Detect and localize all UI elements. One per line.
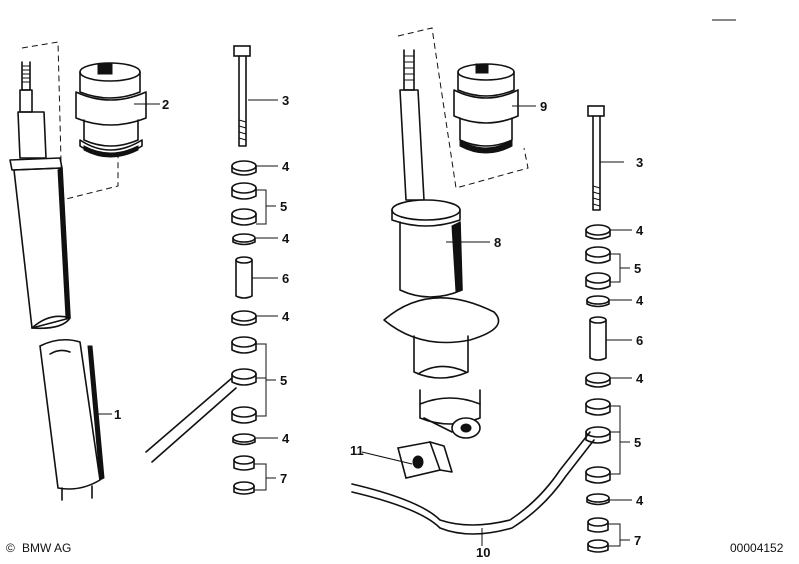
washer-stack-right — [585, 224, 611, 553]
callout-4-right-c: 4 — [636, 371, 644, 386]
stabilizer-bar-right — [351, 431, 595, 535]
copyright-symbol: © — [6, 541, 15, 555]
callout-4-left-c: 4 — [282, 309, 290, 324]
brand-label: BMW AG — [22, 541, 72, 555]
callout-9: 9 — [540, 99, 548, 114]
rubber-buffer-left — [75, 62, 147, 158]
callout-5-right-a: 5 — [634, 261, 642, 276]
callout-1: 1 — [114, 407, 122, 422]
callout-8: 8 — [494, 235, 502, 250]
bolt-right — [587, 105, 605, 211]
callout-3-left: 3 — [282, 93, 290, 108]
callout-7-right: 7 — [634, 533, 642, 548]
callout-11: 11 — [350, 443, 364, 458]
callout-5-right-b: 5 — [634, 435, 642, 450]
shock-absorber-left-lower — [39, 338, 105, 501]
stabilizer-bar-left — [145, 377, 237, 463]
strut-right — [383, 49, 500, 439]
callout-5-left-b: 5 — [280, 373, 288, 388]
callout-3-right: 3 — [636, 155, 644, 170]
callout-4-right-a: 4 — [636, 223, 644, 238]
callout-4-left-d: 4 — [282, 431, 290, 446]
callout-4-left-b: 4 — [282, 231, 290, 246]
callout-5-left-a: 5 — [280, 199, 288, 214]
washer-stack-left — [231, 160, 257, 495]
mounting-bracket — [397, 441, 453, 479]
callout-10: 10 — [476, 545, 491, 560]
callout-4-left-a: 4 — [282, 159, 290, 174]
diagram-number: 00004152 — [730, 541, 784, 555]
callout-6-right: 6 — [636, 333, 644, 348]
leader-lines — [96, 19, 736, 547]
callout-2: 2 — [162, 97, 170, 112]
callout-4-right-d: 4 — [636, 493, 644, 508]
callout-4-right-b: 4 — [636, 293, 644, 308]
assembly-dashed-line-left — [21, 41, 119, 201]
shock-absorber-left-upper — [9, 61, 71, 330]
assembly-dashed-line-right — [397, 27, 529, 189]
callout-7-left: 7 — [280, 471, 288, 486]
rubber-buffer-right — [453, 63, 519, 154]
callout-6-left: 6 — [282, 271, 290, 286]
bolt-left — [233, 45, 251, 147]
